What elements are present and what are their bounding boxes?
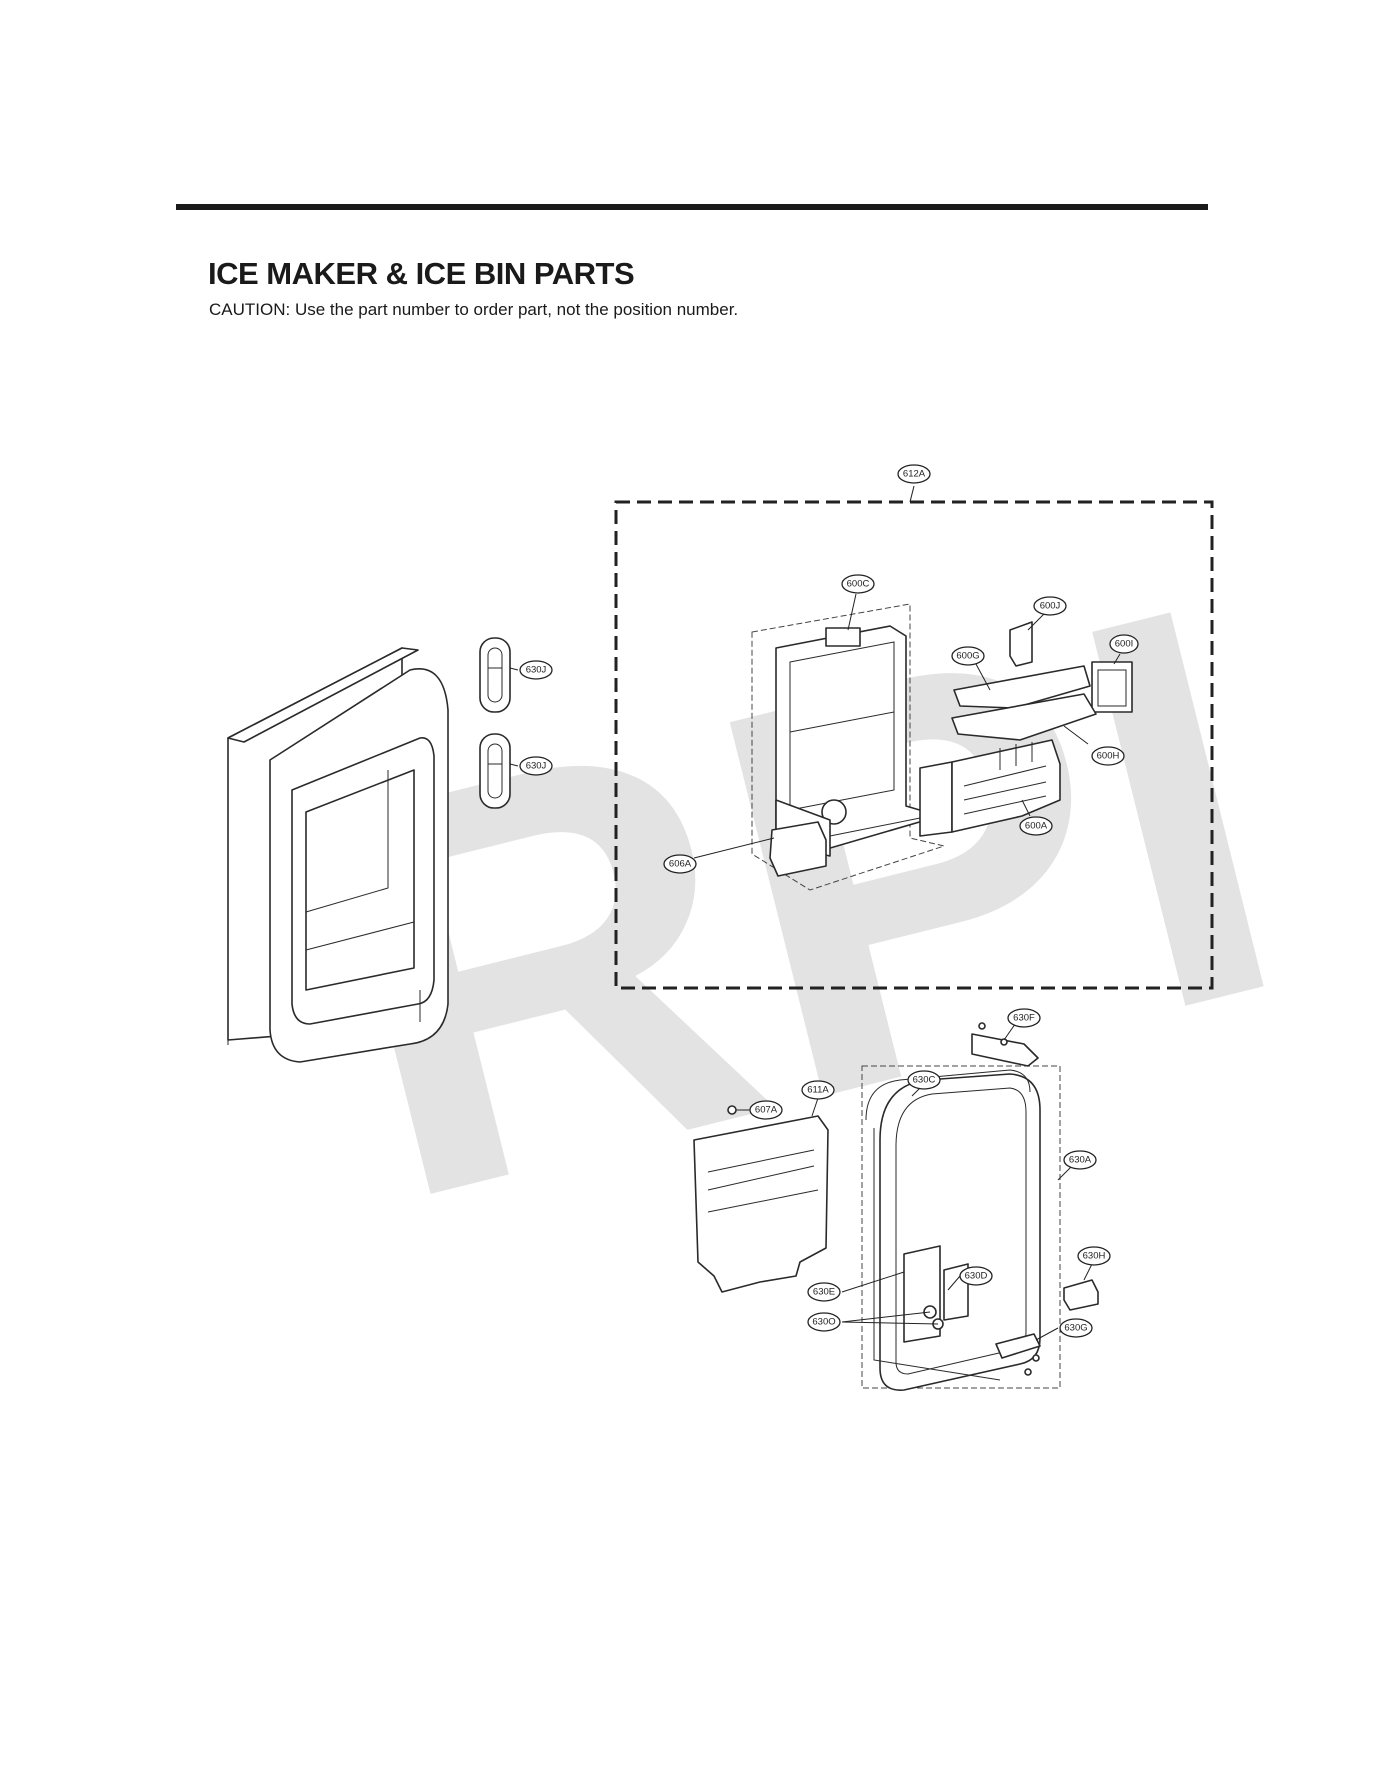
hinge-cap-lower bbox=[479, 733, 511, 809]
svg-text:600I: 600I bbox=[1115, 639, 1134, 650]
callout-600C: 600C bbox=[841, 574, 875, 594]
svg-text:630O: 630O bbox=[812, 1317, 835, 1328]
svg-text:630E: 630E bbox=[813, 1287, 835, 1298]
svg-text:612A: 612A bbox=[903, 469, 926, 480]
callout-630C: 630C bbox=[907, 1070, 941, 1090]
callout-630E: 630E bbox=[807, 1282, 841, 1302]
ice-bin-cover bbox=[693, 1115, 829, 1293]
ice-maker-unit bbox=[919, 739, 1061, 837]
lower-hinge-bracket bbox=[995, 1333, 1041, 1376]
caution-note: CAUTION: Use the part number to order pa… bbox=[209, 300, 739, 319]
mount-clip bbox=[1009, 621, 1033, 667]
callout-630J-lower: 630J bbox=[519, 756, 553, 776]
auger-motor bbox=[769, 821, 827, 877]
door-stopper bbox=[1063, 1279, 1099, 1311]
svg-text:600C: 600C bbox=[847, 579, 870, 590]
page-title: ICE MAKER & ICE BIN PARTS bbox=[208, 256, 635, 291]
callout-607A: 607A bbox=[749, 1100, 783, 1120]
callout-630A: 630A bbox=[1063, 1150, 1097, 1170]
svg-text:630D: 630D bbox=[965, 1271, 988, 1282]
callout-630D: 630D bbox=[959, 1266, 993, 1286]
svg-text:630A: 630A bbox=[1069, 1155, 1092, 1166]
svg-text:611A: 611A bbox=[807, 1085, 829, 1096]
callout-611A: 611A bbox=[801, 1080, 835, 1100]
svg-text:600H: 600H bbox=[1097, 751, 1120, 762]
callout-630F: 630F bbox=[1007, 1008, 1041, 1028]
cover-plate bbox=[1091, 661, 1133, 713]
callout-600J: 600J bbox=[1033, 596, 1067, 616]
callout-630J-upper: 630J bbox=[519, 660, 553, 680]
callout-630H: 630H bbox=[1077, 1246, 1111, 1266]
callout-600G: 600G bbox=[951, 646, 985, 666]
svg-text:606A: 606A bbox=[669, 859, 692, 870]
svg-text:607A: 607A bbox=[755, 1105, 778, 1116]
callout-600A: 600A bbox=[1019, 816, 1053, 836]
svg-text:630J: 630J bbox=[526, 665, 547, 676]
ice-bin-door bbox=[861, 1065, 1061, 1391]
upper-hinge-bracket bbox=[971, 1022, 1039, 1067]
svg-text:630G: 630G bbox=[1064, 1323, 1087, 1334]
svg-text:600G: 600G bbox=[956, 651, 979, 662]
ice-maker-assembly-outline bbox=[614, 500, 1214, 990]
door-dispenser-frame bbox=[227, 647, 449, 1063]
callout-630O: 630O bbox=[807, 1312, 841, 1332]
ice-shelf bbox=[951, 665, 1097, 741]
callout-630G: 630G bbox=[1059, 1318, 1093, 1338]
callout-600I: 600I bbox=[1109, 634, 1139, 654]
header-rule bbox=[176, 204, 1208, 210]
callout-612A: 612A bbox=[897, 464, 931, 484]
svg-text:600J: 600J bbox=[1040, 601, 1061, 612]
svg-text:630H: 630H bbox=[1083, 1251, 1106, 1262]
svg-text:600A: 600A bbox=[1025, 821, 1048, 832]
callout-600H: 600H bbox=[1091, 746, 1125, 766]
svg-text:630C: 630C bbox=[913, 1075, 936, 1086]
leader-lines bbox=[509, 485, 1121, 1341]
door-gasket bbox=[865, 1069, 1031, 1381]
callout-606A: 606A bbox=[663, 854, 697, 874]
svg-text:630F: 630F bbox=[1013, 1013, 1035, 1024]
svg-text:630J: 630J bbox=[526, 761, 547, 772]
hinge-cap-upper bbox=[479, 637, 511, 713]
